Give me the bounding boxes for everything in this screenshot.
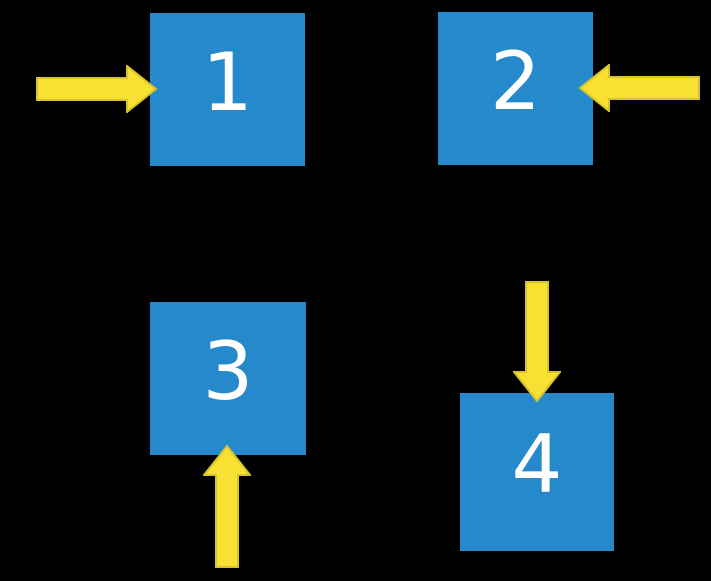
square-4: 4: [460, 393, 614, 551]
down-arrow-icon: [513, 281, 561, 403]
square-3: 3: [150, 302, 306, 455]
square-3-label: 3: [202, 324, 254, 418]
square-2: 2: [438, 12, 593, 165]
square-1: 1: [150, 13, 305, 166]
square-4-label: 4: [511, 418, 563, 511]
right-arrow-icon: [36, 65, 158, 113]
up-arrow-icon: [203, 444, 251, 568]
left-arrow-icon: [578, 64, 700, 112]
square-2-label: 2: [490, 34, 541, 128]
square-1-label: 1: [202, 35, 253, 129]
